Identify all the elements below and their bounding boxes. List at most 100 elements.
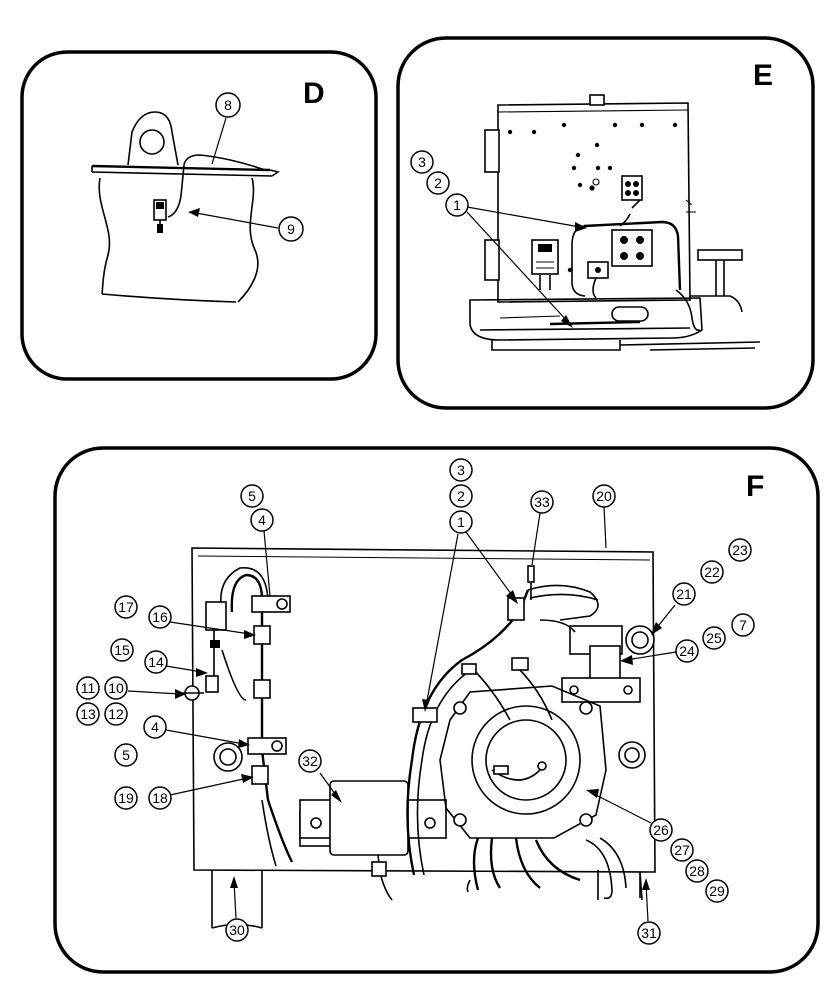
panel-e-connector — [611, 229, 653, 267]
panel-e-frame — [396, 36, 815, 410]
panel-e-cabinet — [497, 102, 691, 303]
svg-text:23: 23 — [732, 542, 748, 558]
svg-text:12: 12 — [108, 706, 124, 722]
panel-d-frame — [20, 50, 378, 381]
callout-f-17: 17 — [114, 595, 138, 619]
callout-f-31: 31 — [637, 878, 661, 945]
callout-f-29: 29 — [705, 879, 729, 903]
svg-text:9: 9 — [287, 221, 295, 237]
callout-f-4b: 4 — [143, 715, 250, 748]
callout-9: 9 — [188, 208, 304, 242]
callout-1: 1 — [445, 193, 587, 328]
panel-f-motor-flange — [439, 685, 607, 839]
callout-2: 2 — [426, 171, 450, 195]
svg-text:22: 22 — [704, 564, 720, 580]
panel-e-harness — [583, 220, 682, 291]
svg-text:8: 8 — [224, 97, 232, 113]
panel-d-body-left — [98, 177, 111, 295]
panel-f-motor-ring — [471, 705, 581, 815]
svg-text:11: 11 — [81, 680, 96, 696]
panel-d-body-right — [237, 177, 259, 303]
lifting-eye — [127, 111, 179, 166]
callout-f-14: 14 — [144, 650, 208, 677]
callout-f-32: 32 — [298, 749, 342, 803]
svg-text:28: 28 — [689, 863, 705, 879]
panel-d-drawing — [91, 111, 280, 303]
svg-text:5: 5 — [248, 488, 256, 504]
svg-text:18: 18 — [152, 790, 168, 806]
panel-f: F — [53, 446, 820, 974]
callout-f-33: 33 — [530, 490, 554, 566]
svg-text:15: 15 — [114, 642, 130, 658]
svg-text:2: 2 — [457, 488, 465, 504]
svg-text:20: 20 — [596, 488, 612, 504]
callout-f-12: 12 — [104, 702, 128, 726]
svg-text:3: 3 — [418, 154, 426, 170]
svg-text:21: 21 — [676, 586, 692, 602]
svg-text:30: 30 — [229, 922, 245, 938]
panel-f-letter: F — [746, 470, 764, 503]
svg-text:3: 3 — [457, 462, 465, 478]
panel-f-control-box — [329, 780, 409, 856]
svg-text:10: 10 — [108, 680, 124, 696]
svg-text:31: 31 — [641, 925, 657, 941]
callout-f-24: 24 — [620, 639, 699, 665]
panel-d-wire — [167, 154, 266, 218]
panel-d: D 8 — [20, 50, 378, 381]
svg-text:4: 4 — [151, 719, 159, 735]
callout-f-22: 22 — [700, 560, 724, 584]
svg-text:2: 2 — [434, 175, 442, 191]
callout-f-30: 30 — [225, 876, 249, 942]
svg-text:5: 5 — [122, 747, 130, 763]
svg-text:4: 4 — [258, 512, 266, 528]
callout-f-11: 11 — [76, 676, 100, 700]
panel-e-base — [469, 297, 703, 341]
svg-text:24: 24 — [679, 643, 695, 659]
panel-f-clamp-top — [507, 597, 525, 621]
callout-f-1: 1 — [422, 510, 518, 712]
lifting-eye-hole — [139, 129, 165, 155]
callout-3: 3 — [410, 150, 434, 174]
svg-text:1: 1 — [457, 514, 465, 530]
callout-f-7: 7 — [731, 613, 755, 637]
svg-text:26: 26 — [653, 822, 669, 838]
panel-e: E — [396, 36, 815, 410]
svg-text:19: 19 — [118, 790, 134, 806]
callout-f-3: 3 — [449, 458, 473, 482]
svg-text:25: 25 — [706, 630, 722, 646]
callout-f-5b: 5 — [114, 743, 138, 767]
svg-text:16: 16 — [152, 609, 168, 625]
svg-text:27: 27 — [674, 842, 690, 858]
panel-e-drawing — [469, 94, 761, 351]
callout-f-18: 18 — [148, 774, 254, 810]
svg-text:17: 17 — [118, 599, 134, 615]
callout-f-21: 21 — [651, 582, 696, 635]
svg-text:14: 14 — [148, 654, 164, 670]
svg-text:33: 33 — [534, 494, 550, 510]
panel-f-left-harness — [230, 573, 294, 863]
callout-f-28: 28 — [685, 859, 709, 883]
callout-f-13: 13 — [76, 702, 100, 726]
svg-text:13: 13 — [80, 706, 96, 722]
callout-f-4a: 4 — [250, 508, 274, 597]
callout-8: 8 — [211, 92, 241, 165]
callout-f-26: 26 — [586, 789, 673, 842]
svg-text:1: 1 — [453, 197, 461, 213]
callout-f-27: 27 — [670, 838, 694, 862]
panel-e-letter: E — [753, 59, 773, 92]
svg-text:29: 29 — [709, 883, 725, 899]
callout-f-16: 16 — [148, 605, 256, 639]
callout-f-20: 20 — [592, 484, 616, 549]
callout-f-15: 15 — [110, 638, 134, 662]
panel-d-letter: D — [303, 77, 325, 110]
panel-f-mounting-plate — [191, 547, 656, 873]
panel-f-leg-left — [211, 870, 263, 928]
callout-f-25: 25 — [702, 626, 726, 650]
callout-f-10: 10 — [104, 676, 186, 700]
svg-text:32: 32 — [302, 753, 318, 769]
callout-f-19: 19 — [114, 786, 138, 810]
svg-text:7: 7 — [739, 617, 747, 633]
callout-f-2: 2 — [449, 484, 473, 508]
